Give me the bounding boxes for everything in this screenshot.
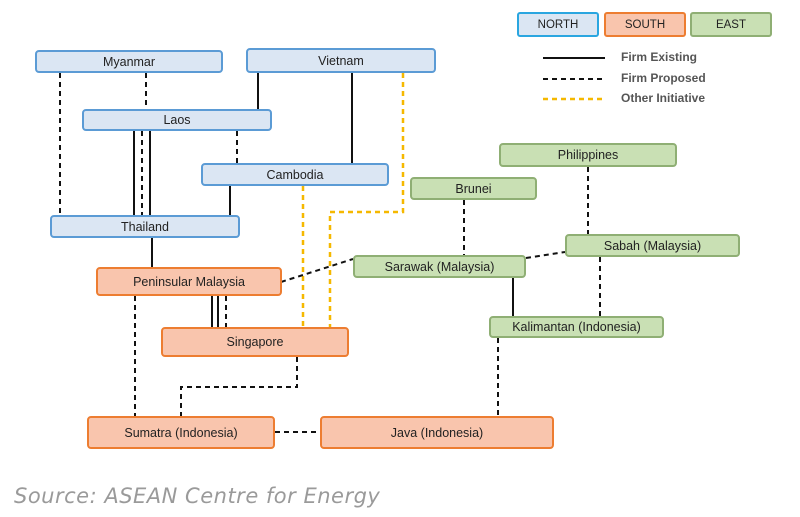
node-sumatra: Sumatra (Indonesia) <box>87 416 275 449</box>
legend-east-box: EAST <box>690 12 772 37</box>
link-vietnam-singapore-other <box>328 73 405 327</box>
node-vietnam: Vietnam <box>246 48 436 73</box>
legend-north-box: NORTH <box>517 12 599 37</box>
node-brunei: Brunei <box>410 177 537 200</box>
node-singapore: Singapore <box>161 327 349 357</box>
connection-lines <box>59 57 605 433</box>
asean-power-grid-diagram: NORTH SOUTH EAST Firm Existing Firm Prop… <box>35 12 772 449</box>
legend-label-other: Other Initiative <box>621 91 706 105</box>
source-caption: Source: ASEAN Centre for Energy <box>14 484 381 508</box>
link-peninsular-sarawak <box>280 258 354 283</box>
node-myanmar: Myanmar <box>35 50 223 73</box>
legend-label-proposed: Firm Proposed <box>621 71 706 85</box>
node-kalimantan: Kalimantan (Indonesia) <box>489 316 664 338</box>
link-sarawak-sabah <box>525 251 566 259</box>
node-cambodia: Cambodia <box>201 163 389 186</box>
link-singapore-sumatra <box>180 357 298 416</box>
node-peninsular-malaysia: Peninsular Malaysia <box>96 267 282 296</box>
node-java: Java (Indonesia) <box>320 416 554 449</box>
legend-south-box: SOUTH <box>604 12 686 37</box>
legend-label-existing: Firm Existing <box>621 50 698 64</box>
node-sabah: Sabah (Malaysia) <box>565 234 740 257</box>
node-philippines: Philippines <box>499 143 677 167</box>
node-sarawak: Sarawak (Malaysia) <box>353 255 526 278</box>
node-thailand: Thailand <box>50 215 240 238</box>
node-laos: Laos <box>82 109 272 131</box>
